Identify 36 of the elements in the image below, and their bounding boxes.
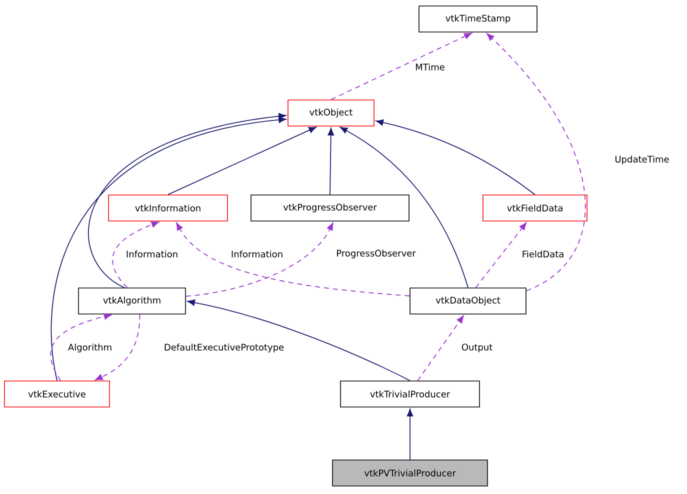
arrow — [340, 126, 468, 288]
arrow — [50, 116, 286, 382]
class-box: vtkTrivialProducer — [340, 380, 480, 408]
class-box: vtkPVTrivialProducer — [332, 460, 488, 486]
arrow — [187, 299, 410, 382]
arrow — [185, 222, 334, 297]
class-box: vtkObject — [288, 100, 374, 126]
arrow — [50, 313, 112, 382]
arrow — [112, 222, 160, 288]
edge-label: DefaultExecutivePrototype — [162, 342, 286, 354]
class-box: vtkTimeStamp — [418, 6, 538, 32]
arrow — [417, 315, 464, 382]
arrow — [88, 113, 286, 288]
class-box: vtkProgressObserver — [250, 194, 410, 222]
arrow — [176, 222, 410, 296]
arrow — [475, 222, 527, 288]
class-box: vtkDataObject — [410, 288, 526, 314]
arrow — [95, 314, 140, 380]
class-box: vtkExecutive — [4, 380, 110, 408]
edge-label: FieldData — [520, 250, 566, 258]
edge-label: Information — [124, 250, 180, 258]
edge-label: MTime — [414, 62, 446, 72]
edge-label: ProgressObserver — [335, 248, 417, 260]
class-box: vtkInformation — [108, 194, 228, 222]
arrow — [328, 128, 334, 196]
edge-label: Output — [460, 342, 494, 354]
arrow — [168, 126, 316, 196]
class-box: vtkFieldData — [482, 194, 588, 222]
edge-label: Algorithm — [66, 342, 114, 354]
edge-label: Information — [230, 250, 284, 258]
arrow — [330, 32, 472, 100]
arrow — [406, 408, 414, 460]
edge-label: UpdateTime — [614, 154, 670, 166]
arrow — [486, 33, 586, 292]
class-box: vtkAlgorithm — [78, 288, 186, 314]
arrow — [376, 119, 536, 196]
